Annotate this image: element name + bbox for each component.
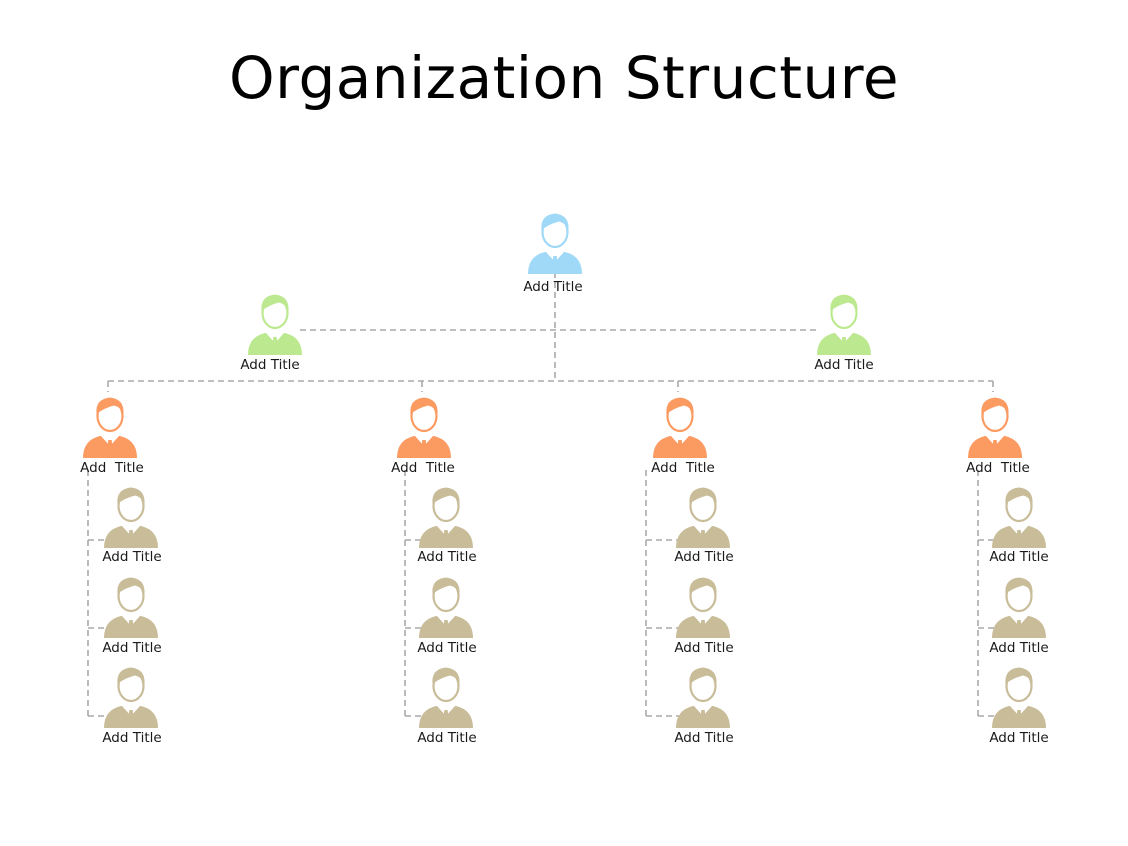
- node-member-label[interactable]: Add Title: [417, 730, 477, 746]
- node-root: [525, 206, 585, 276]
- node-department-label[interactable]: Add Title: [80, 460, 144, 476]
- node-department-label[interactable]: Add Title: [651, 460, 715, 476]
- node-member-label[interactable]: Add Title: [989, 549, 1049, 565]
- node-member-label[interactable]: Add Title: [102, 640, 162, 656]
- node-manager-label[interactable]: Add Title: [240, 357, 300, 373]
- node-manager: [814, 287, 874, 357]
- node-manager: [245, 287, 305, 357]
- node-member-label[interactable]: Add Title: [674, 549, 734, 565]
- person-icon: [104, 487, 158, 548]
- node-member-label[interactable]: Add Title: [102, 549, 162, 565]
- node-member: [416, 570, 476, 640]
- node-member-label[interactable]: Add Title: [417, 640, 477, 656]
- node-department: [965, 390, 1025, 460]
- node-member: [101, 660, 161, 730]
- person-icon: [992, 577, 1046, 638]
- node-member: [416, 480, 476, 550]
- node-member-label[interactable]: Add Title: [674, 640, 734, 656]
- person-icon: [992, 487, 1046, 548]
- node-department-label[interactable]: Add Title: [966, 460, 1030, 476]
- slide-title: Organization Structure: [228, 44, 900, 112]
- node-member-label[interactable]: Add Title: [989, 640, 1049, 656]
- node-member-label[interactable]: Add Title: [674, 730, 734, 746]
- node-department: [394, 390, 454, 460]
- person-icon: [397, 397, 451, 458]
- person-icon: [104, 577, 158, 638]
- node-member: [416, 660, 476, 730]
- node-member: [101, 480, 161, 550]
- node-manager-label[interactable]: Add Title: [814, 357, 874, 373]
- node-member-label[interactable]: Add Title: [102, 730, 162, 746]
- node-member: [673, 480, 733, 550]
- node-root-label[interactable]: Add Title: [523, 279, 583, 295]
- node-member: [101, 570, 161, 640]
- node-member-label[interactable]: Add Title: [989, 730, 1049, 746]
- person-icon: [419, 487, 473, 548]
- person-icon: [676, 487, 730, 548]
- node-department-label[interactable]: Add Title: [391, 460, 455, 476]
- node-member: [989, 570, 1049, 640]
- person-icon: [83, 397, 137, 458]
- person-icon: [992, 667, 1046, 728]
- node-member-label[interactable]: Add Title: [417, 549, 477, 565]
- node-member: [673, 570, 733, 640]
- person-icon: [248, 294, 302, 355]
- person-icon: [676, 667, 730, 728]
- node-member: [673, 660, 733, 730]
- node-member: [989, 480, 1049, 550]
- person-icon: [968, 397, 1022, 458]
- person-icon: [419, 667, 473, 728]
- person-icon: [653, 397, 707, 458]
- node-member: [989, 660, 1049, 730]
- person-icon: [528, 213, 582, 274]
- person-icon: [104, 667, 158, 728]
- person-icon: [676, 577, 730, 638]
- person-icon: [817, 294, 871, 355]
- node-department: [80, 390, 140, 460]
- person-icon: [419, 577, 473, 638]
- node-department: [650, 390, 710, 460]
